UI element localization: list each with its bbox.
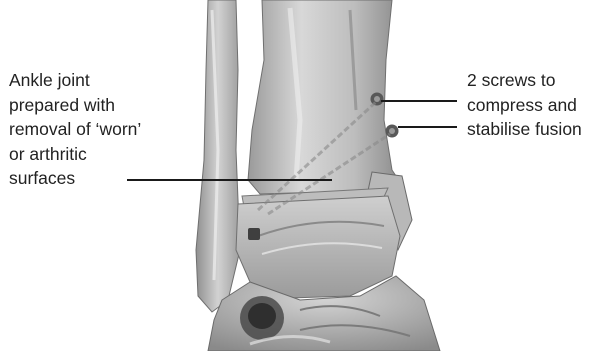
label-line: surfaces bbox=[9, 166, 141, 191]
label-line: compress and bbox=[467, 93, 582, 118]
label-line: stabilise fusion bbox=[467, 117, 582, 142]
label-two-screws: 2 screws to compress and stabilise fusio… bbox=[467, 68, 582, 142]
label-line: 2 screws to bbox=[467, 68, 582, 93]
label-line: Ankle joint bbox=[9, 68, 141, 93]
label-line: or arthritic bbox=[9, 142, 141, 167]
screw-bottom-icon bbox=[386, 125, 399, 138]
label-line: prepared with bbox=[9, 93, 141, 118]
left-screw-head bbox=[248, 228, 260, 240]
label-line: removal of ‘worn’ bbox=[9, 117, 141, 142]
label-ankle-joint-prepared: Ankle joint prepared with removal of ‘wo… bbox=[9, 68, 141, 191]
